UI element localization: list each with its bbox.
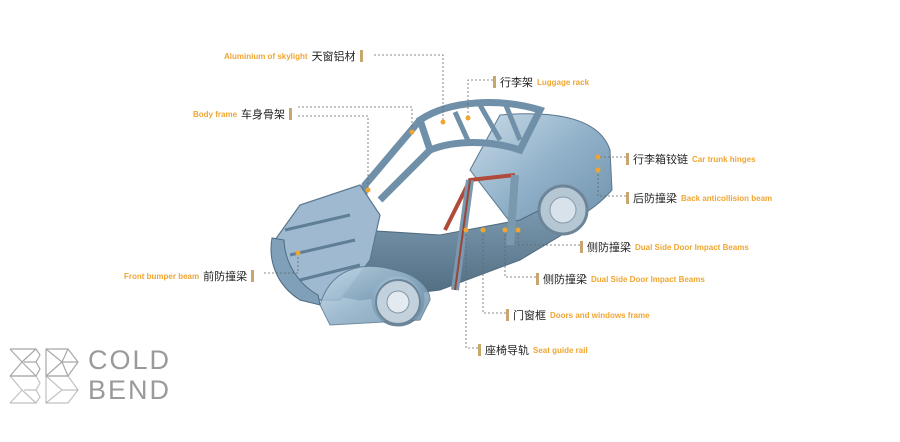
roof-bars	[452, 102, 523, 147]
label-skylight: Aluminium of skylight 天窗铝材	[224, 48, 363, 64]
label-tick	[626, 192, 629, 204]
front-rim	[386, 290, 410, 314]
label-front-bumper: Front bumper beam 前防撞梁	[124, 268, 255, 284]
label-en: Doors and windows frame	[550, 310, 650, 320]
label-back-beam: 后防撞梁 Back anticollision beam	[626, 190, 772, 206]
leader-lines	[264, 54, 626, 349]
leader-luggage	[467, 79, 493, 118]
label-door-frame: 门窗框 Doors and windows frame	[506, 307, 650, 323]
marker-back-beam	[595, 167, 601, 173]
label-en: Front bumper beam	[124, 271, 200, 281]
label-cn: 侧防撞梁	[543, 273, 587, 286]
marker-body-frame-2	[365, 187, 371, 193]
label-en: Back anticollision beam	[681, 193, 773, 203]
label-side-door-2: 侧防撞梁 Dual Side Door Impact Beams	[536, 271, 705, 287]
label-tick	[289, 108, 293, 120]
label-tick	[251, 270, 255, 282]
leader-body-frame-1	[298, 106, 413, 130]
label-cn: 行李架	[500, 76, 533, 89]
marker-luggage	[465, 115, 471, 121]
label-body-frame: Body frame 车身骨架	[193, 106, 293, 122]
label-tick	[359, 50, 363, 62]
marker-skylight	[440, 119, 446, 125]
label-cn: 车身骨架	[241, 108, 286, 121]
label-en: Aluminium of skylight	[224, 51, 308, 61]
label-cn: 前防撞梁	[203, 270, 248, 283]
leader-skylight	[374, 54, 444, 120]
label-tick	[493, 76, 496, 88]
label-tick	[506, 309, 509, 321]
label-cn: 后防撞梁	[633, 192, 677, 205]
label-side-door-1: 侧防撞梁 Dual Side Door Impact Beams	[580, 239, 749, 255]
engine-bay-struts	[284, 213, 361, 282]
label-luggage-rack: 行李架 Luggage rack	[493, 74, 589, 90]
label-cn: 侧防撞梁	[587, 241, 631, 254]
marker-side-door-2	[502, 227, 508, 233]
label-tick	[478, 344, 481, 356]
label-en: Dual Side Door Impact Beams	[635, 242, 749, 252]
roof-frame	[415, 99, 545, 155]
marker-trunk-hinges	[595, 154, 601, 160]
label-seat-rail: 座椅导轨 Seat guide rail	[478, 342, 588, 358]
label-tick	[536, 273, 539, 285]
label-tick	[626, 153, 629, 165]
label-trunk-hinges: 行李箱铰链 Car trunk hinges	[626, 151, 756, 167]
label-en: Body frame	[193, 109, 238, 119]
logo-line-1: COLD	[88, 345, 172, 375]
marker-front-bumper	[295, 250, 301, 256]
b-pillar-inner	[454, 179, 471, 291]
leader-side-door-2	[504, 232, 536, 278]
leader-back-beam	[597, 170, 626, 197]
label-cn: 行李箱铰链	[633, 153, 688, 166]
label-cn: 门窗框	[513, 309, 546, 322]
label-en: Luggage rack	[537, 77, 590, 87]
logo-3d-mark-icon	[9, 348, 79, 404]
marker-seat-rail	[463, 227, 469, 233]
callout-markers	[295, 115, 601, 256]
front-bumper-part	[270, 237, 321, 306]
label-en: Dual Side Door Impact Beams	[591, 274, 705, 284]
leader-side-door-1	[517, 232, 580, 246]
label-en: Car trunk hinges	[692, 154, 756, 164]
leader-seat-rail	[465, 232, 478, 349]
marker-side-door-1	[515, 227, 521, 233]
label-cn: 座椅导轨	[485, 344, 529, 357]
label-cn: 天窗铝材	[311, 50, 356, 63]
leader-door-frame	[482, 232, 506, 314]
rear-hub	[549, 196, 577, 224]
cold-bend-logo: COLD BEND	[6, 345, 176, 407]
marker-door-frame	[480, 227, 486, 233]
label-tick	[580, 241, 583, 253]
label-en: Seat guide rail	[533, 345, 588, 355]
leader-front-bumper	[264, 255, 299, 274]
leader-body-frame-2	[298, 115, 369, 188]
marker-body-frame-1	[409, 129, 415, 135]
logo-line-2: BEND	[88, 375, 172, 405]
